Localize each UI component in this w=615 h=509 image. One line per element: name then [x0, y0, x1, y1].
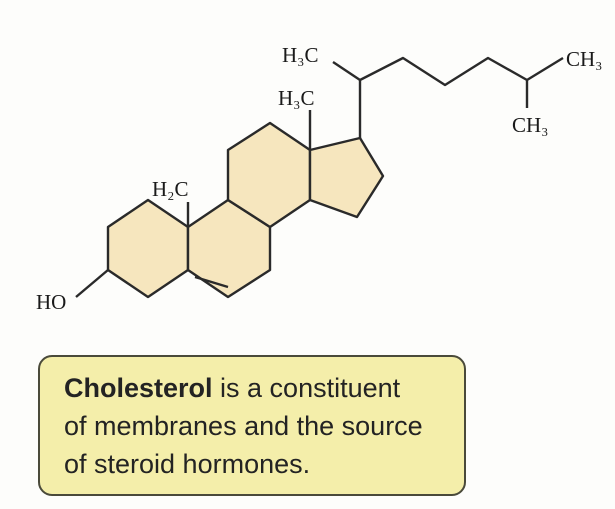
c21-methyl-bond [332, 61, 361, 81]
caption-line-2: of membranes and the source [64, 411, 423, 441]
c19-methyl-label: H₂C [152, 177, 189, 201]
hydroxyl-bond [75, 269, 109, 298]
hydroxyl-label: HO [36, 290, 66, 314]
c21-methyl-label: H₃C [282, 43, 319, 67]
ring-d [308, 136, 385, 219]
caption-line-1-rest: is a constituent [212, 373, 401, 403]
c26-methyl-label: CH₃ [566, 47, 603, 71]
caption-line-3: of steroid hormones. [64, 449, 311, 479]
double-bond [194, 275, 229, 289]
c18-methyl-label: H₃C [278, 86, 315, 110]
caption-box: Cholesterol is a constituent of membrane… [38, 355, 466, 496]
ring-a [106, 198, 190, 299]
c27-methyl-label: CH₃ [512, 113, 549, 137]
caption-term: Cholesterol [64, 373, 213, 403]
caption-line-1: Cholesterol is a constituent [64, 369, 446, 407]
